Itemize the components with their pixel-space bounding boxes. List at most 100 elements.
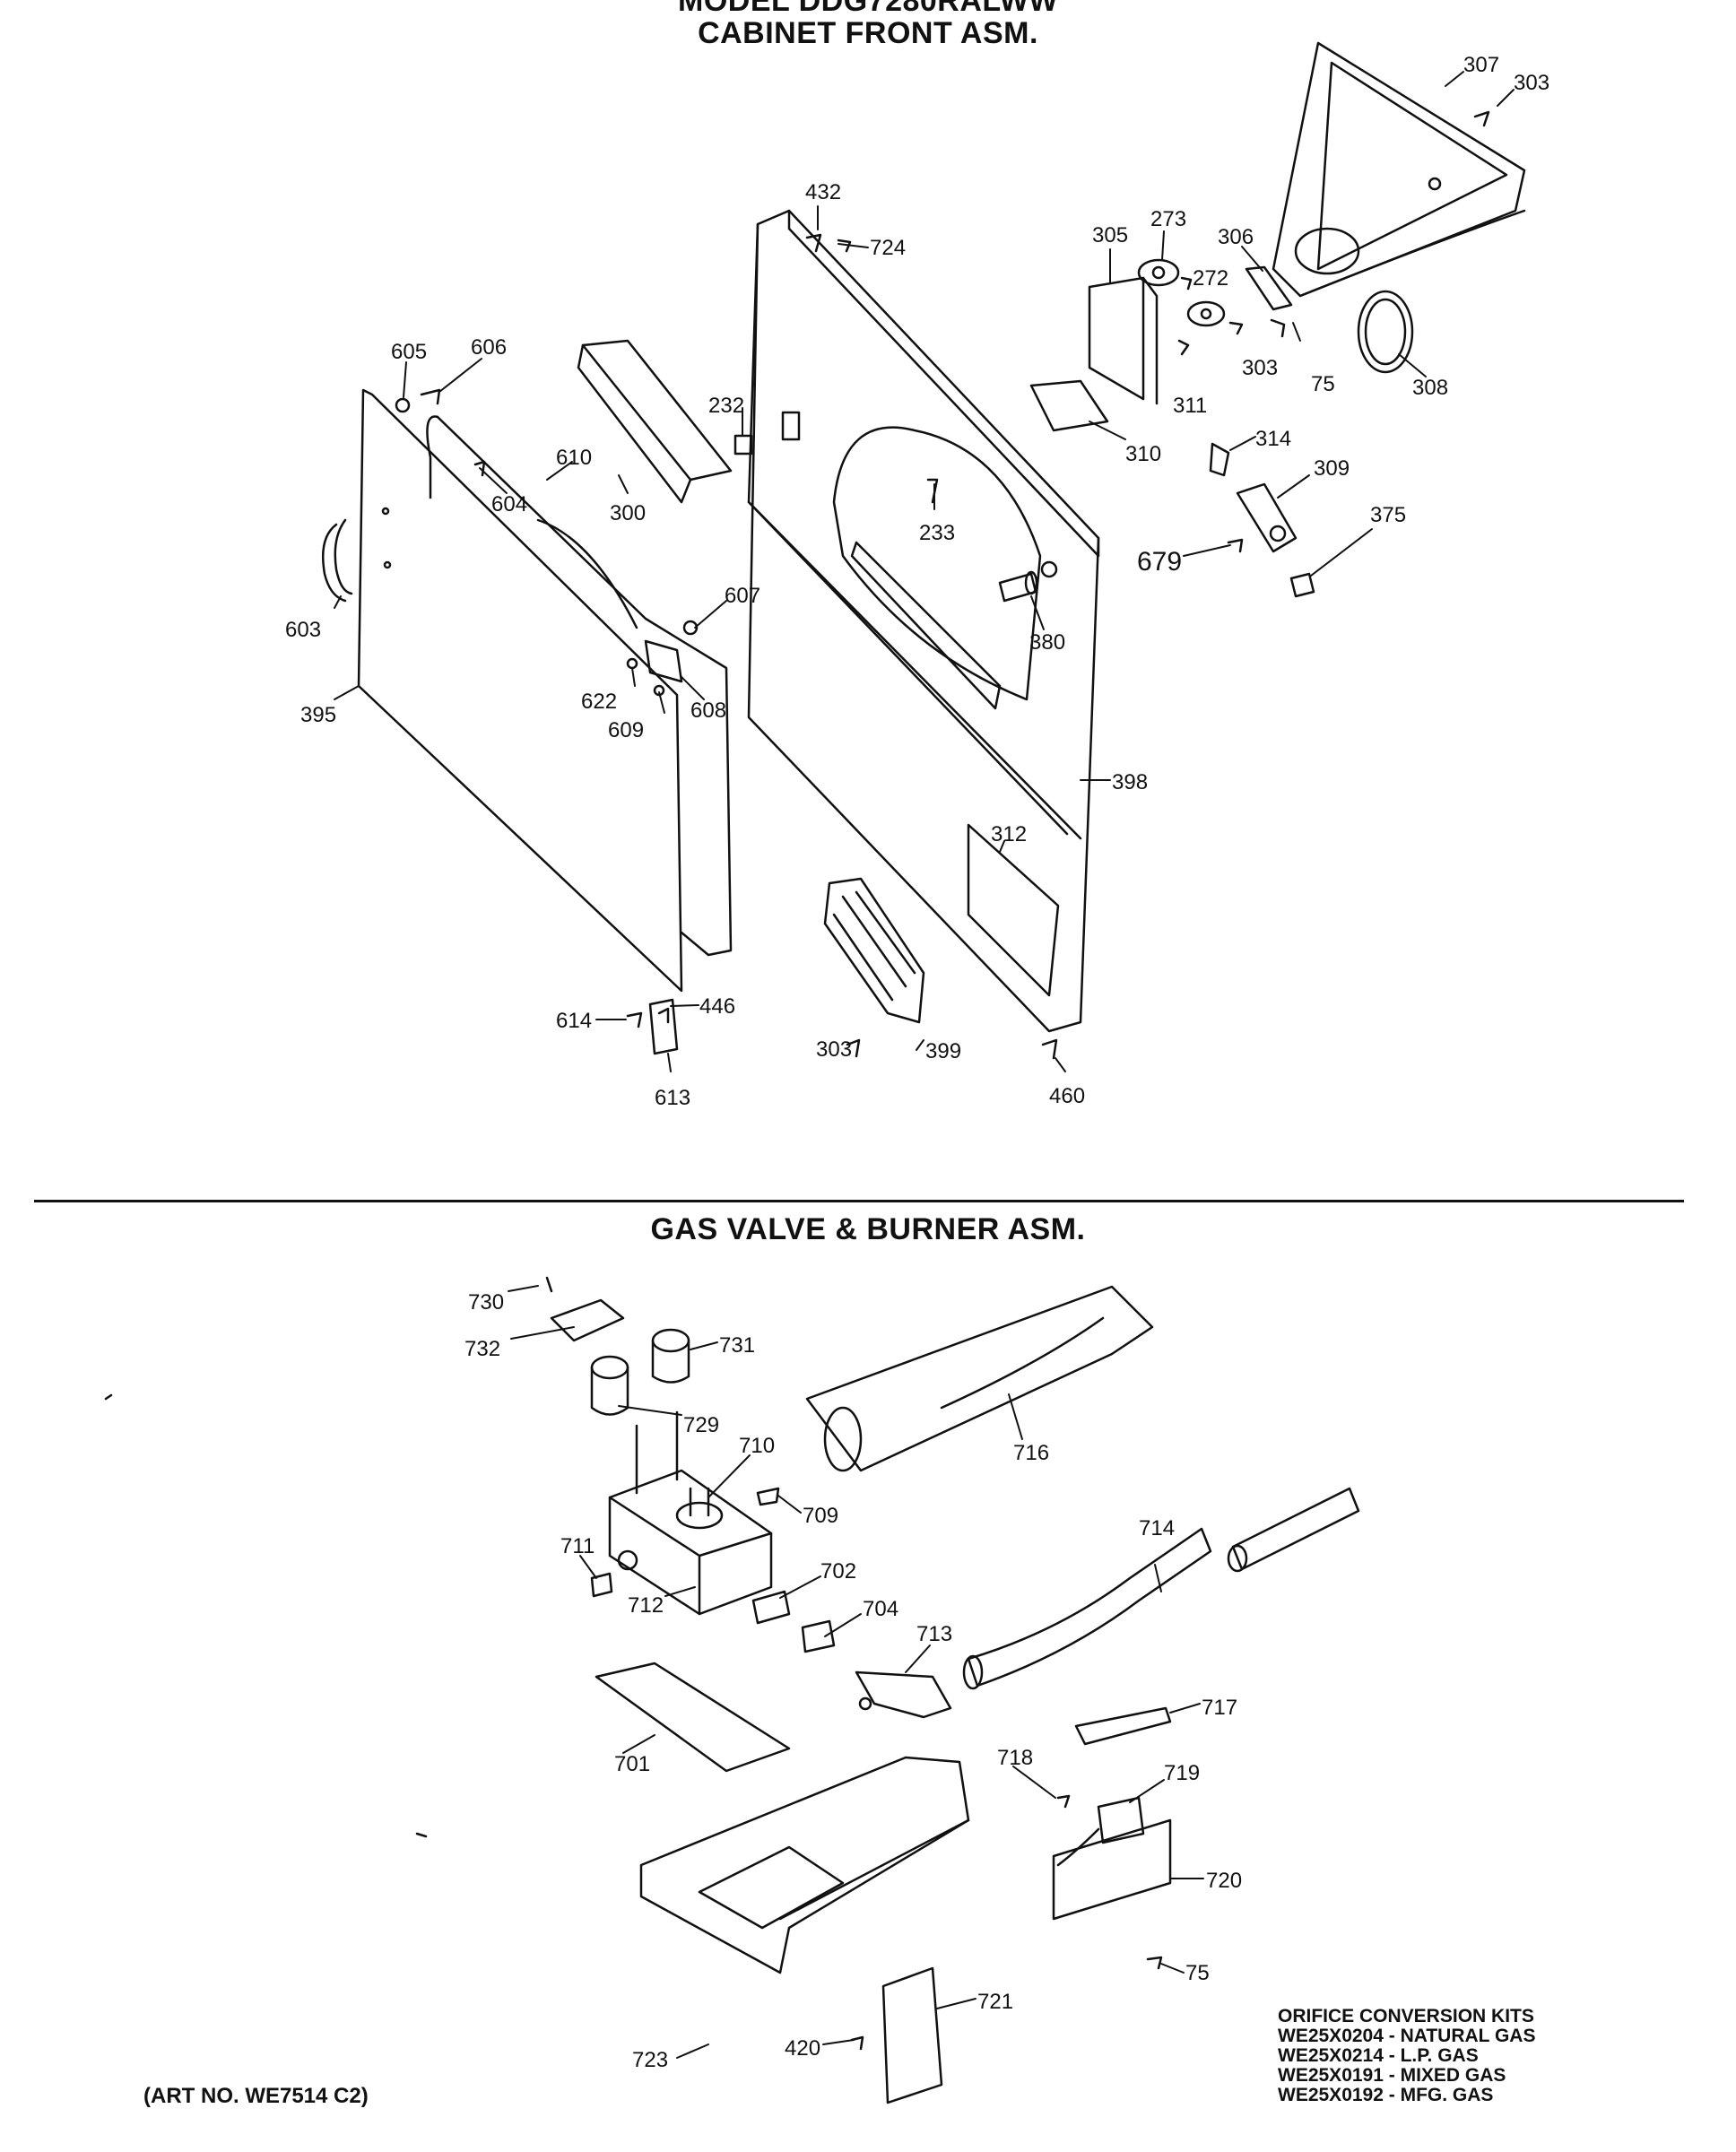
callout-720: 720 — [1206, 1869, 1242, 1893]
callout-312: 312 — [991, 822, 1027, 846]
callout-395: 395 — [300, 703, 336, 727]
cabinet-front-title: CABINET FRONT ASM. — [698, 16, 1038, 50]
callout-398: 398 — [1112, 770, 1148, 794]
part-375-lamp-shape — [1289, 572, 1315, 598]
callout-716: 716 — [1013, 1441, 1049, 1465]
gas-valve-title: GAS VALVE & BURNER ASM. — [650, 1212, 1086, 1246]
part-702-704-fittings-shape — [751, 1590, 836, 1653]
callout-numbers: 307 303 432 724 305 273 306 272 303 75 3… — [285, 53, 1549, 2072]
callout-314: 314 — [1255, 427, 1291, 451]
part-380-knob-shape — [998, 570, 1038, 603]
callout-719: 719 — [1164, 1761, 1200, 1785]
callout-605: 605 — [391, 340, 427, 364]
callout-380: 380 — [1029, 630, 1065, 655]
callout-721: 721 — [977, 1990, 1013, 2014]
small-hardware-shapes — [395, 110, 1490, 1060]
part-310-plate-shape — [1029, 379, 1109, 432]
callout-718: 718 — [997, 1746, 1033, 1770]
callout-608: 608 — [690, 699, 726, 723]
callout-303: 303 — [816, 1037, 852, 1062]
callout-307: 307 — [1463, 53, 1499, 77]
part-309-bracket-shape — [1236, 482, 1298, 553]
part-314-switch-shape — [1209, 442, 1230, 477]
callout-713: 713 — [916, 1622, 952, 1646]
callout-272: 272 — [1193, 266, 1228, 291]
callout-724: 724 — [870, 236, 906, 260]
callout-604: 604 — [491, 492, 527, 516]
part-308-ring-shape — [1357, 290, 1414, 374]
callout-610: 610 — [556, 446, 592, 470]
part-716-burner-shape — [805, 1285, 1154, 1472]
part-714-tube-shape — [962, 1487, 1360, 1690]
callout-233: 233 — [919, 521, 955, 545]
orifice-kit-item: WE25X0191 - MIXED GAS — [1278, 2065, 1506, 2086]
callout-709: 709 — [803, 1504, 838, 1528]
gas-small-hardware-shapes — [104, 1276, 1163, 2051]
callout-303: 303 — [1242, 356, 1278, 380]
callout-232: 232 — [708, 394, 744, 418]
callout-460: 460 — [1049, 1084, 1085, 1108]
callout-603: 603 — [285, 618, 321, 642]
part-717-igniter-bracket-shape — [1074, 1706, 1172, 1746]
callout-375: 375 — [1370, 503, 1406, 527]
callout-723: 723 — [632, 2048, 668, 2072]
callout-446: 446 — [699, 994, 735, 1019]
callout-399: 399 — [925, 1039, 961, 1063]
part-720-plate-shape — [1052, 1818, 1172, 1921]
orifice-kits-heading: ORIFICE CONVERSION KITS — [1278, 2006, 1534, 2026]
leader-lines — [334, 71, 1515, 2059]
callout-432: 432 — [805, 180, 841, 204]
orifice-kit-item: WE25X0204 - NATURAL GAS — [1278, 2026, 1536, 2046]
callout-613: 613 — [655, 1086, 690, 1110]
part-232-clip-shape — [733, 434, 753, 456]
part-732-bracket-shape — [550, 1298, 625, 1342]
callout-303: 303 — [1514, 71, 1549, 95]
part-721-shield-shape — [881, 1966, 943, 2104]
callout-622: 622 — [581, 690, 617, 714]
callout-311: 311 — [1173, 394, 1207, 418]
callout-614: 614 — [556, 1009, 592, 1033]
part-603-handle-shape — [321, 518, 353, 603]
callout-300: 300 — [610, 501, 646, 525]
part-712-valve-body-shape — [608, 1410, 773, 1616]
callout-609: 609 — [608, 718, 644, 742]
callout-714: 714 — [1139, 1516, 1175, 1540]
callout-420: 420 — [785, 2036, 820, 2061]
callout-679: 679 — [1137, 547, 1182, 577]
part-723-chassis-shape — [639, 1756, 970, 1974]
callout-732: 732 — [464, 1337, 500, 1361]
part-306-clip-shape — [1245, 265, 1293, 311]
callout-702: 702 — [820, 1559, 856, 1584]
orifice-kit-item: WE25X0192 - MFG. GAS — [1278, 2085, 1494, 2105]
part-272-thermostat-shape — [1186, 300, 1226, 327]
part-399-grille-shape — [823, 877, 925, 1024]
callout-710: 710 — [739, 1434, 775, 1458]
callout-606: 606 — [471, 335, 507, 360]
part-613-hinge-shape — [648, 998, 679, 1055]
callout-704: 704 — [863, 1597, 898, 1621]
part-273-thermostat-shape — [1137, 258, 1180, 287]
part-713-fitting-shape — [855, 1670, 952, 1719]
part-305-bracket-shape — [1088, 276, 1159, 405]
callout-308: 308 — [1412, 376, 1448, 400]
callout-309: 309 — [1314, 456, 1350, 481]
callout-75: 75 — [1185, 1961, 1210, 1985]
callout-701: 701 — [614, 1752, 650, 1776]
callout-730: 730 — [468, 1290, 504, 1315]
callout-607: 607 — [725, 584, 760, 608]
callout-306: 306 — [1218, 225, 1254, 249]
orifice-kit-item: WE25X0214 - L.P. GAS — [1278, 2045, 1479, 2066]
callout-729: 729 — [683, 1413, 719, 1437]
part-731-coil-shape — [651, 1328, 690, 1384]
callout-310: 310 — [1125, 442, 1161, 466]
callout-711: 711 — [560, 1534, 595, 1558]
callout-717: 717 — [1202, 1696, 1237, 1720]
part-307-duct-shape — [1272, 41, 1526, 298]
orifice-conversion-kits: ORIFICE CONVERSION KITS WE25X0204 - NATU… — [1278, 2007, 1619, 2105]
callout-731: 731 — [719, 1333, 755, 1358]
part-701-plate-shape — [595, 1662, 791, 1773]
part-608-latch-shape — [644, 639, 683, 683]
part-679-screw-shape — [1227, 538, 1244, 553]
